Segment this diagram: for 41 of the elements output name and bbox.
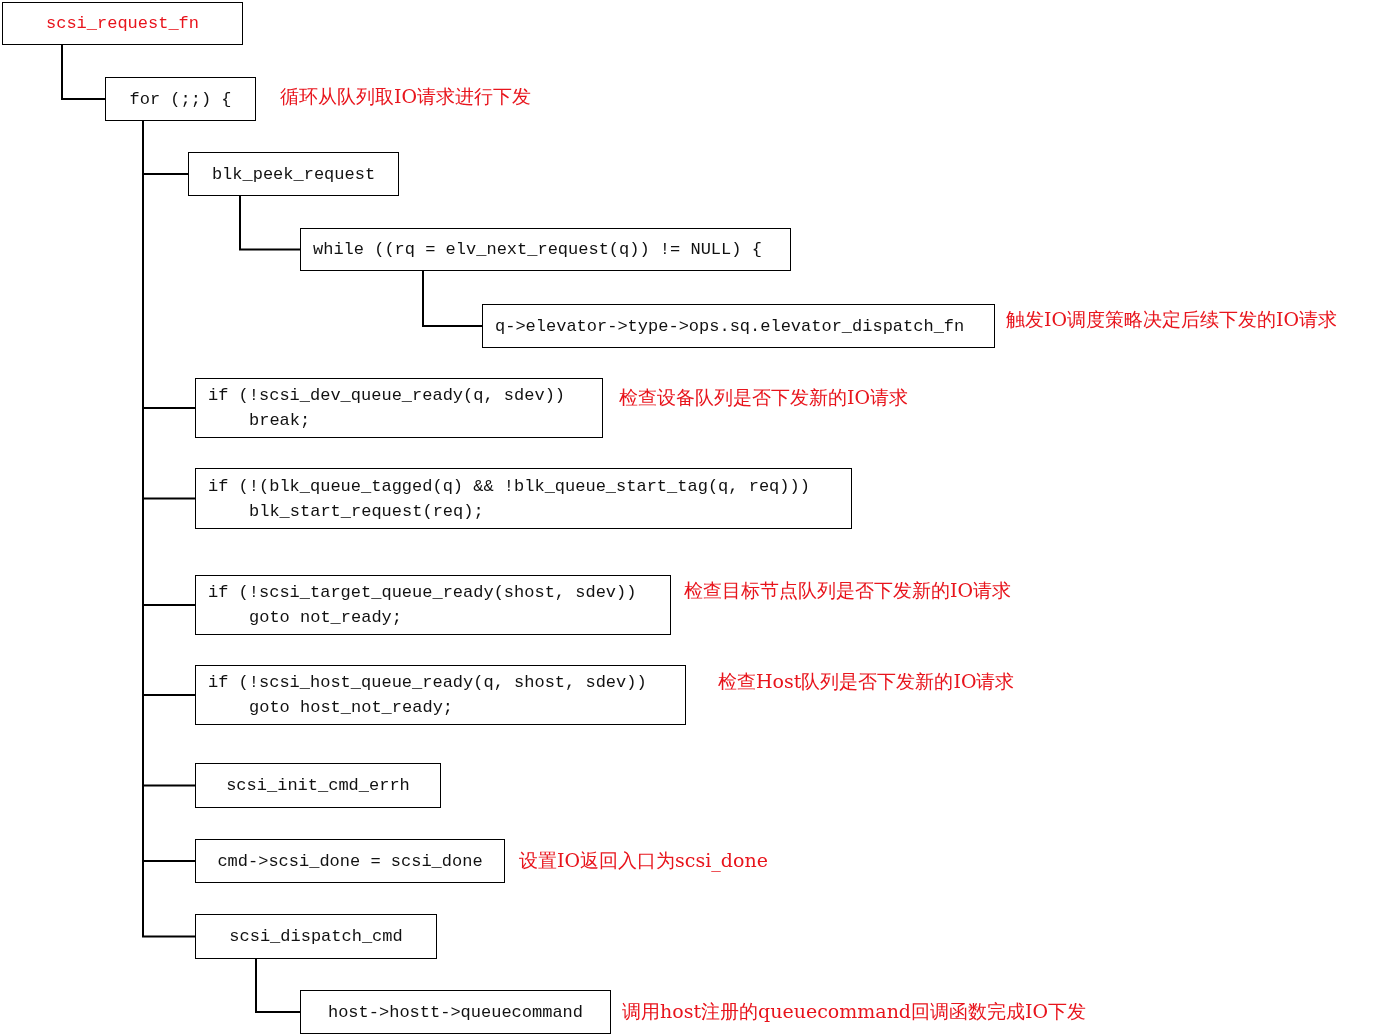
annotation-text: 循环从队列取IO请求进行下发	[280, 84, 532, 109]
connector-line	[61, 44, 106, 100]
connector-line	[255, 958, 301, 1013]
code-text: scsi_init_cmd_errh	[226, 775, 410, 797]
code-box	[105, 77, 256, 121]
code-box	[195, 763, 441, 808]
code-box	[482, 304, 995, 348]
code-text: if (!scsi_dev_queue_ready(q, sdev))	[208, 385, 566, 407]
code-text: break;	[249, 410, 311, 432]
annotation-text: 检查Host队列是否下发新的IO请求	[718, 669, 1015, 694]
code-text: blk_peek_request	[211, 163, 376, 186]
annotation-text: 调用host注册的queuecommand回调函数完成IO下发	[622, 999, 1087, 1024]
connector-line	[239, 195, 301, 251]
code-text: for (;;) {	[129, 88, 232, 111]
code-box	[300, 990, 611, 1034]
code-text: host->hostt->queuecommand	[327, 1001, 583, 1024]
code-text: while ((rq = elv_next_request(q)) != NULL) {	[313, 239, 762, 261]
code-text: if (!(blk_queue_tagged(q) && !blk_queue_start_tag(q, req)))	[208, 475, 810, 498]
code-box	[195, 468, 852, 529]
code-text: if (!scsi_host_queue_ready(q, shost, sdev))	[208, 672, 647, 694]
code-box	[300, 228, 791, 271]
code-text: goto not_ready;	[249, 607, 403, 629]
code-text: goto host_not_ready;	[249, 697, 454, 719]
connector-line	[422, 270, 483, 327]
annotation-text: 检查目标节点队列是否下发新的IO请求	[684, 578, 1012, 603]
annotation-text: 检查设备队列是否下发新的IO请求	[619, 385, 909, 410]
code-box	[188, 152, 399, 196]
code-text: blk_start_request(req);	[249, 500, 484, 523]
code-text: scsi_dispatch_cmd	[229, 926, 403, 948]
code-text: scsi_request_fn	[46, 13, 199, 35]
code-box	[195, 378, 603, 438]
code-box	[195, 914, 437, 959]
code-text: q->elevator->type->ops.sq.elevator_dispatch_fn	[495, 315, 965, 338]
code-text: if (!scsi_target_queue_ready(shost, sdev))	[208, 582, 637, 604]
function-box	[2, 2, 243, 45]
annotation-text: 设置IO返回入口为scsi_done	[519, 848, 768, 874]
code-text: cmd->scsi_done = scsi_done	[217, 850, 483, 873]
code-box	[195, 665, 686, 725]
code-box	[195, 839, 505, 883]
code-box	[195, 575, 671, 635]
annotation-text: 触发IO调度策略决定后续下发的IO请求	[1006, 307, 1338, 332]
